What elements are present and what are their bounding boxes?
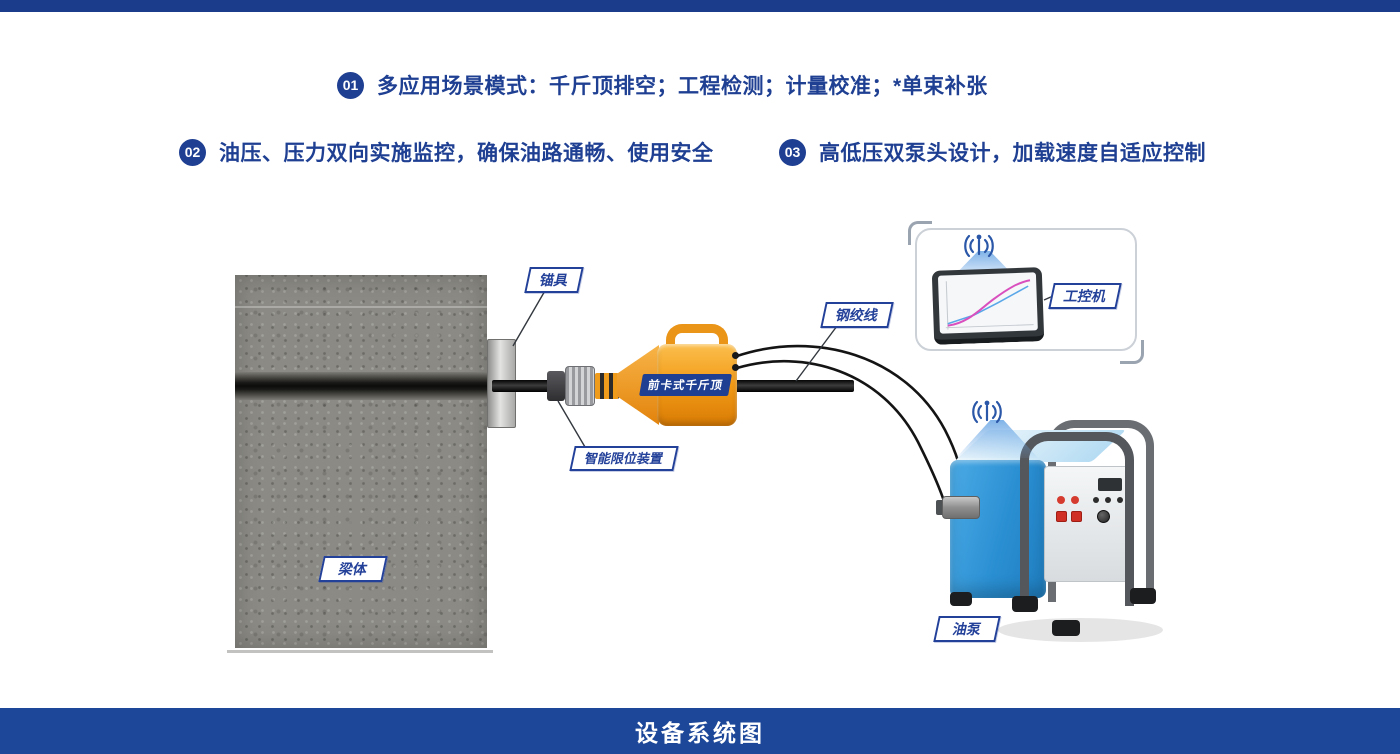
top-accent-bar [0,0,1400,12]
pump-display [1098,478,1122,491]
pump-knob [1097,510,1110,523]
pump-small-button [1105,497,1111,503]
pump-indicator-led [1071,496,1079,504]
jack-handle [666,324,728,350]
pump-foot [1130,588,1156,604]
feature-03-text: 高低压双泵头设计，加载速度自适应控制 [819,142,1206,165]
smart-limit-device [547,371,565,401]
strand-label: 钢绞线 [820,302,894,328]
feature-03-number-badge: 03 [779,138,806,166]
frame-corner-accent [1120,340,1144,364]
feature-02-text: 油压、压力双向实施监控，确保油路通畅、使用安全 [219,142,714,165]
jack-hose-port [732,364,739,371]
pump-foot [1012,596,1038,612]
feature-01-number-badge: 01 [337,71,364,99]
strand-leader-line [795,321,841,382]
feature-01: 01 多应用场景模式：千斤顶排空；工程检测；计量校准；*单束补张 [337,70,988,100]
pump-foot [950,592,972,606]
pump-indicator-led [1057,496,1065,504]
pump-foot [1052,620,1080,636]
tablet-screen [937,272,1038,334]
pump-small-button [1117,497,1123,503]
jack-nose-piece [595,373,619,399]
limit-device-collar [565,366,595,406]
pump-red-button [1071,511,1082,522]
oil-pump-label: 油泵 [933,616,1001,642]
pump-small-button [1093,497,1099,503]
feature-02-number-badge: 02 [179,138,206,166]
wireless-signal-icon [972,400,1002,424]
hydraulic-hose-upper [735,344,964,508]
beam-base-line [227,650,493,653]
pump-blue-body [950,460,1046,598]
pump-ground-shadow [998,618,1163,642]
limit-device-leader-line [557,400,586,448]
beam-joint-line [235,306,487,308]
jack-hose-port [732,352,739,359]
page-title: 设备系统图 [635,720,765,746]
feature-02: 02 油压、压力双向实施监控，确保油路通畅、使用安全 [179,137,714,167]
feature-03: 03 高低压双泵头设计，加载速度自适应控制 [779,137,1206,167]
wireless-signal-icon [964,234,994,258]
hose-connector-tip [936,500,945,515]
tendon-duct [235,372,487,400]
industrial-pc-tablet [931,267,1045,345]
tension-curve-chart [945,279,1034,330]
frame-corner-accent [908,221,932,245]
concrete-beam [235,275,487,648]
anchor-leader-line [512,288,547,347]
pump-red-button [1056,511,1067,522]
jack-label: 前卡式千斤顶 [639,374,732,396]
beam-label: 梁体 [318,556,388,582]
pump-frame-tube-front [1020,432,1134,606]
footer-banner: 设备系统图 [0,708,1400,754]
ipc-decorative-frame [915,228,1137,351]
pump-control-panel [1044,466,1134,582]
industrial-pc-label: 工控机 [1048,283,1122,309]
feature-01-text: 多应用场景模式：千斤顶排空；工程检测；计量校准；*单束补张 [377,75,988,98]
limit-device-label: 智能限位装置 [569,446,679,471]
hose-connector [942,496,980,519]
anchor-label: 锚具 [524,267,584,293]
